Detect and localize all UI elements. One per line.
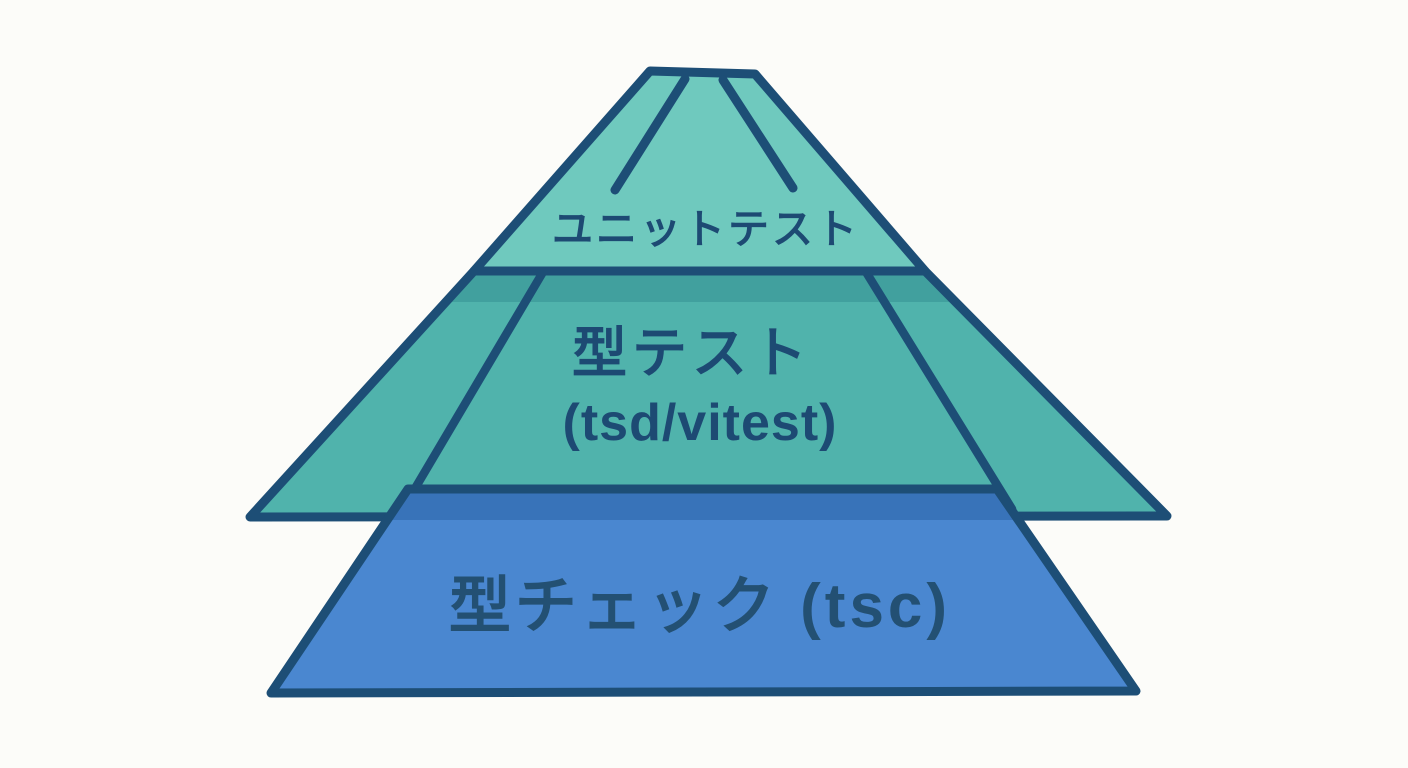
apex-left-fan-line	[610, 74, 690, 195]
tier-top-outline	[469, 66, 930, 276]
tier-bottom-shape	[271, 489, 1136, 693]
apex-right-fan-line	[718, 75, 798, 193]
tier-bottom-outline	[266, 484, 1141, 698]
tier-middle-sublabel: (tsd/vitest)	[563, 394, 838, 452]
tier-middle-label: 型テスト	[572, 322, 812, 384]
tier-middle-shape	[250, 271, 1167, 517]
tier-top-shape	[474, 71, 925, 271]
tier-middle-left-fold-line	[399, 267, 548, 512]
tier-middle-right-fold-line	[861, 267, 1017, 514]
tier-top-label: ユニットテスト	[552, 206, 860, 252]
tier-bottom-label: 型チェック (tsc)	[449, 572, 951, 641]
